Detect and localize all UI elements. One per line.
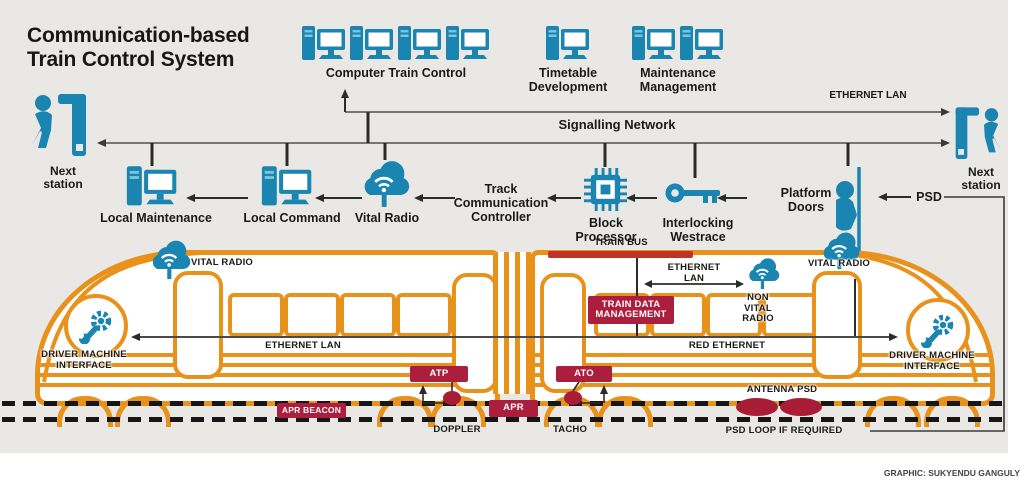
atp-box: ATP: [410, 366, 468, 382]
ato-box: ATO: [556, 366, 612, 382]
psd-loop-blob: [736, 398, 778, 416]
psd-loop-label: PSD LOOP IF REQUIRED: [725, 425, 843, 436]
arrowhead: [644, 280, 652, 288]
arrowhead: [419, 385, 427, 394]
train-wheel: [57, 396, 113, 427]
red-ethernet-label: RED ETHERNET: [688, 340, 766, 351]
train-wheel: [924, 396, 980, 427]
tacho-sensor-dot: [564, 391, 582, 405]
train-bus-bar: [548, 251, 693, 258]
next-station-icon-left: [26, 90, 90, 162]
next-station-icon-right: [952, 104, 1006, 164]
train-window: [396, 293, 452, 337]
block-processor-icon: [583, 167, 628, 212]
track-dashed-line: [2, 417, 1004, 422]
computer-icon: [444, 24, 490, 64]
dmi-left-label: DRIVER MACHINE INTERFACE: [41, 349, 127, 371]
vital-radio-left-icon: [146, 238, 194, 280]
vital-radio-label: Vital Radio: [354, 211, 420, 225]
doppler-label: DOPPLER: [433, 424, 481, 435]
ethernet-lan-onboard-label: ETHERNET LAN: [265, 340, 341, 351]
arrowhead: [941, 139, 950, 147]
title-line1: Communication-based: [27, 24, 250, 47]
maintenance-management-label: Maintenance Management: [639, 66, 717, 94]
computer-icon: [544, 24, 590, 64]
vital-radio-left-label: VITAL RADIO: [190, 257, 254, 268]
train-window: [762, 293, 818, 337]
interlocking-westrace-label: Interlocking Westrace: [662, 216, 734, 244]
dmi-right-label: DRIVER MACHINE INTERFACE: [889, 350, 975, 372]
train-window: [284, 293, 340, 337]
train-wheel: [377, 396, 433, 427]
timetable-development-label: Timetable Development: [528, 66, 608, 94]
apr-beacon-box: APR BEACON: [277, 403, 346, 418]
block-processor-label: Block Processor: [575, 216, 637, 244]
apr-box: APR: [489, 400, 538, 417]
computer-icon: [255, 164, 317, 210]
wrench-gear-icon: [920, 312, 956, 348]
local-command-label: Local Command: [243, 211, 341, 225]
ethernet-lan-mid-label: ETHERNET LAN: [667, 262, 721, 284]
page-title: Communication-based Train Control System: [27, 24, 250, 71]
train-window: [706, 293, 762, 337]
next-station-right-label: Next station: [961, 165, 1001, 193]
ethernet-lan-top-label: ETHERNET LAN: [829, 90, 907, 101]
train-wheel: [597, 396, 653, 427]
train-articulation: [493, 252, 535, 394]
driver-machine-interface-left: [64, 294, 128, 358]
platform-doors-label: Platform Doors: [780, 186, 832, 214]
computer-icon: [678, 24, 724, 64]
arrowhead: [97, 139, 106, 147]
graphic-credit: GRAPHIC: SUKYENDU GANGULY: [883, 468, 1020, 478]
doppler-sensor-dot: [443, 391, 461, 405]
title-line2: Train Control System: [27, 47, 235, 71]
train-window: [340, 293, 396, 337]
computer-icon: [348, 24, 394, 64]
computer-icon: [120, 164, 182, 210]
computer-icon: [630, 24, 676, 64]
local-maintenance-label: Local Maintenance: [100, 211, 212, 225]
interlocking-key-icon: [664, 180, 726, 206]
vital-radio-right-label: VITAL RADIO: [807, 258, 871, 269]
computer-icon: [300, 24, 346, 64]
train-data-management-box: TRAIN DATA MANAGEMENT: [588, 296, 674, 324]
computer-train-control-label: Computer Train Control: [325, 66, 467, 80]
platform-person-icon: [836, 181, 854, 199]
train-wheel: [865, 396, 921, 427]
signalling-network-label: Signalling Network: [558, 117, 676, 132]
arrowhead: [600, 385, 608, 394]
wrench-gear-icon: [78, 308, 114, 344]
flow-arrows: [194, 196, 911, 199]
arrowhead: [131, 333, 140, 341]
tacho-label: TACHO: [552, 424, 588, 435]
arrowhead: [941, 108, 950, 116]
track-communication-controller-label: Track Communication Controller: [453, 182, 549, 224]
train-door: [173, 271, 223, 379]
psd-label: PSD: [916, 190, 942, 204]
platform-person-body: [836, 197, 857, 231]
vital-radio-icon: [356, 158, 414, 208]
train-bus-label: TRAIN BUS: [594, 237, 648, 248]
arrowhead: [736, 280, 744, 288]
arrowhead: [889, 333, 898, 341]
non-vital-radio-label: NON VITAL RADIO: [742, 292, 774, 325]
train-door: [812, 271, 862, 379]
computer-icon: [396, 24, 442, 64]
next-station-left-label: Next station: [43, 164, 83, 192]
non-vital-radio-icon: [744, 256, 782, 290]
arrowhead: [341, 89, 349, 98]
train-window: [228, 293, 284, 337]
antenna-psd-label: ANTENNA PSD: [746, 384, 818, 395]
psd-loop-blob: [780, 398, 822, 416]
flow-arrowheads: [186, 193, 887, 202]
train-wheel: [115, 396, 171, 427]
driver-machine-interface-right: [906, 298, 970, 362]
psd-bracket: [870, 196, 1005, 432]
